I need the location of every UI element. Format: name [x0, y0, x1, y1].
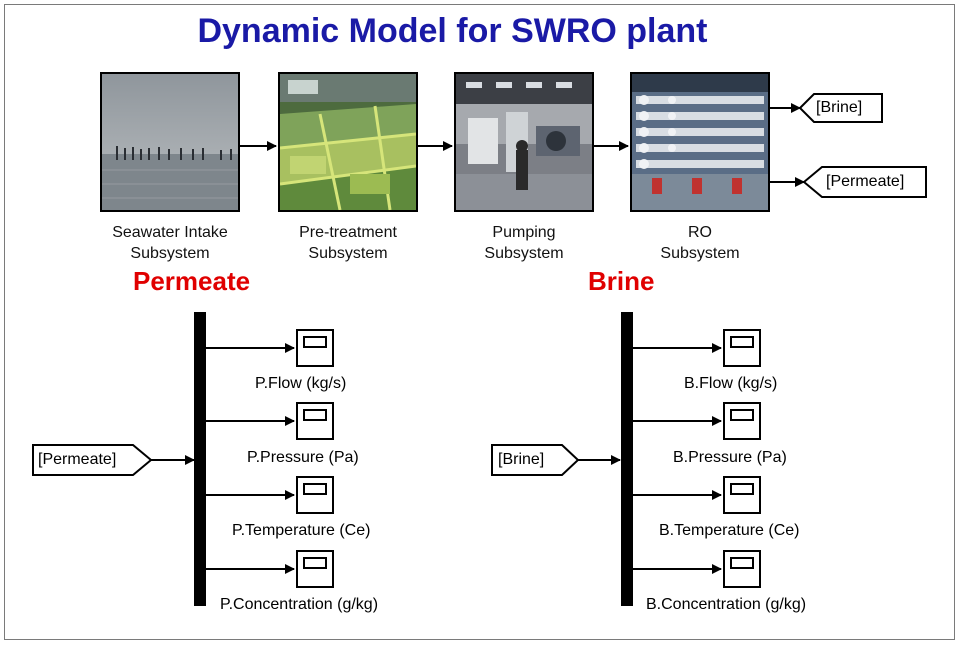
- seawater-intake-photo: [102, 74, 238, 210]
- permeate-concentration-scope[interactable]: [296, 550, 334, 588]
- caption-line: Seawater Intake: [112, 224, 228, 241]
- scope-screen-icon: [730, 409, 754, 421]
- permeate-flow-scope[interactable]: [296, 329, 334, 367]
- brine-concentration-label: B.Concentration (g/kg): [646, 596, 807, 613]
- pumping-block[interactable]: [454, 72, 594, 212]
- caption-line: Subsystem: [308, 245, 388, 262]
- pretreatment-caption: Pre-treatment Subsystem: [263, 222, 433, 264]
- caption-line: Subsystem: [484, 245, 564, 262]
- permeate-concentration-label: P.Concentration (g/kg): [220, 596, 379, 613]
- scope-screen-icon: [730, 557, 754, 569]
- goto-brine-tag[interactable]: [Brine]: [816, 93, 862, 123]
- seawater-intake-block[interactable]: [100, 72, 240, 212]
- caption-line: Pre-treatment: [299, 224, 397, 241]
- brine-bus-bar: [621, 312, 633, 606]
- ro-membrane-racks-photo: [632, 74, 768, 210]
- diagram-title: Dynamic Model for SWRO plant: [197, 12, 708, 50]
- goto-permeate-outline: [802, 166, 927, 198]
- goto-permeate-label: [Permeate]: [826, 173, 905, 190]
- caption-line: Pumping: [492, 224, 556, 241]
- permeate-heading: Permeate: [133, 266, 251, 296]
- permeate-temperature-label: P.Temperature (Ce): [232, 522, 371, 539]
- brine-flow-scope[interactable]: [723, 329, 761, 367]
- from-permeate-outline: [32, 444, 153, 476]
- from-permeate-label: [Permeate]: [38, 451, 117, 468]
- brine-heading: Brine: [588, 266, 655, 296]
- scope-screen-icon: [730, 483, 754, 495]
- brine-temperature-scope[interactable]: [723, 476, 761, 514]
- brine-pressure-label: B.Pressure (Pa): [673, 449, 787, 466]
- brine-pressure-scope[interactable]: [723, 402, 761, 440]
- permeate-pressure-label: P.Pressure (Pa): [247, 449, 359, 466]
- seawater-intake-caption: Seawater Intake Subsystem: [85, 222, 255, 264]
- from-permeate-tag[interactable]: [Permeate]: [38, 445, 116, 475]
- diagram-frame: [4, 4, 955, 640]
- ro-block[interactable]: [630, 72, 770, 212]
- ro-caption: RO Subsystem: [615, 222, 785, 264]
- from-brine-tag[interactable]: [Brine]: [498, 445, 544, 475]
- goto-permeate-tag[interactable]: [Permeate]: [826, 167, 904, 197]
- permeate-temperature-scope[interactable]: [296, 476, 334, 514]
- permeate-bus-bar: [194, 312, 206, 606]
- pumping-caption: Pumping Subsystem: [439, 222, 609, 264]
- from-brine-label: [Brine]: [498, 451, 545, 468]
- scope-screen-icon: [730, 336, 754, 348]
- pumping-station-photo: [456, 74, 592, 210]
- brine-concentration-scope[interactable]: [723, 550, 761, 588]
- caption-line: Subsystem: [130, 245, 210, 262]
- brine-flow-label: B.Flow (kg/s): [684, 375, 778, 392]
- brine-temperature-label: B.Temperature (Ce): [659, 522, 800, 539]
- goto-brine-label: [Brine]: [816, 99, 863, 116]
- pretreatment-block[interactable]: [278, 72, 418, 212]
- goto-brine-outline: [798, 93, 883, 123]
- permeate-flow-label: P.Flow (kg/s): [255, 375, 347, 392]
- scope-screen-icon: [303, 557, 327, 569]
- pretreatment-tanks-photo: [280, 74, 416, 210]
- from-brine-outline: [491, 444, 580, 476]
- permeate-pressure-scope[interactable]: [296, 402, 334, 440]
- scope-screen-icon: [303, 483, 327, 495]
- scope-screen-icon: [303, 409, 327, 421]
- caption-line: Subsystem: [660, 245, 740, 262]
- scope-screen-icon: [303, 336, 327, 348]
- caption-line: RO: [688, 224, 712, 241]
